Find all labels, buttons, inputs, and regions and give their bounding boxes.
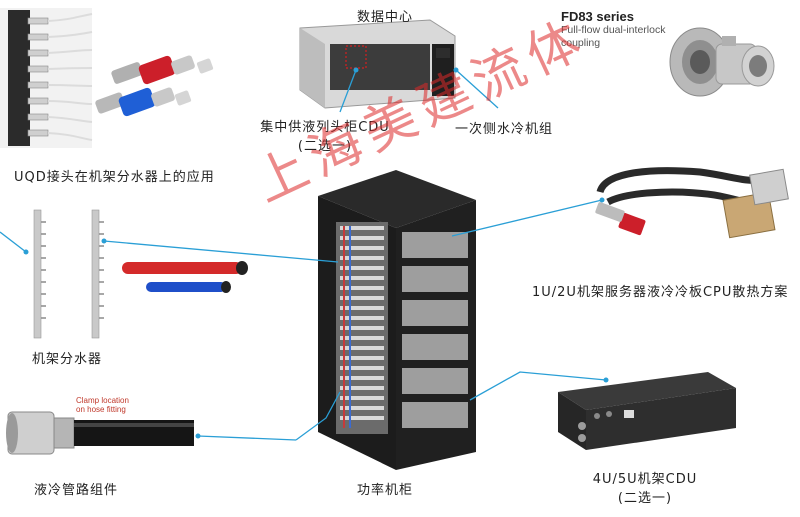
rack-cdu-image <box>558 372 736 450</box>
connector-dot <box>101 238 107 244</box>
connector-dot <box>453 67 459 73</box>
central-cdu-label-line2: (二选一) <box>297 139 353 154</box>
rack-cdu-label-line1: 4U/5U机架CDU <box>592 472 698 487</box>
rack-cdu-label-line2: (二选一) <box>617 491 673 506</box>
connector-dot <box>353 67 359 73</box>
connector-line-server <box>451 199 603 237</box>
connector-line-manifold-left <box>0 231 27 253</box>
rack-manifold-label: 机架分水器 <box>32 352 103 367</box>
connector-lines <box>0 69 607 441</box>
hose-image <box>122 261 248 293</box>
power-rack-image <box>318 170 476 470</box>
hose-fitting-image <box>6 411 194 455</box>
server-cold-plate-image <box>595 167 789 239</box>
connector-dot <box>603 377 609 383</box>
central-cdu-label: 集中供液列头柜CDU (二选一) <box>250 118 400 156</box>
connector-line-primary-cooler <box>455 69 499 109</box>
fd83-subtitle: Full-flow dual-interlock coupling <box>561 24 666 49</box>
connector-dot <box>599 197 605 203</box>
connector-dots <box>23 67 609 439</box>
connector-line-cdu-central <box>339 69 357 113</box>
clamp-location-note: Clamp location on hose fitting <box>76 396 129 414</box>
power-rack-label: 功率机柜 <box>357 483 414 498</box>
data-center-label: 数据中心 <box>357 10 414 25</box>
clamp-note-line1: Clamp location <box>76 396 129 405</box>
connector-dot <box>23 249 29 255</box>
data-center-image <box>299 19 456 109</box>
rack-manifold-image <box>33 209 104 339</box>
hose-assembly-label: 液冷管路组件 <box>34 483 119 498</box>
fd83-coupling-image <box>669 27 775 97</box>
uqd-manifold-image <box>0 8 93 148</box>
connector-line-rack-cdu <box>469 371 607 401</box>
central-cdu-label-line1: 集中供液列头柜CDU <box>260 120 390 135</box>
fd83-title: FD83 series <box>561 9 634 24</box>
connector-line-hose-rack <box>295 391 341 441</box>
connector-line-hose <box>197 435 297 441</box>
server-cold-plate-label: 1U/2U机架服务器液冷冷板CPU散热方案 <box>532 285 789 300</box>
uqd-application-label: UQD接头在机架分水器上的应用 <box>14 170 215 185</box>
rack-cdu-label: 4U/5U机架CDU (二选一) <box>575 470 715 508</box>
primary-cooler-label: 一次侧水冷机组 <box>455 122 554 137</box>
connector-line-manifold <box>103 240 339 263</box>
clamp-note-line2: on hose fitting <box>76 405 126 414</box>
uqd-coupling-image <box>95 55 214 117</box>
connector-dot <box>195 433 201 439</box>
